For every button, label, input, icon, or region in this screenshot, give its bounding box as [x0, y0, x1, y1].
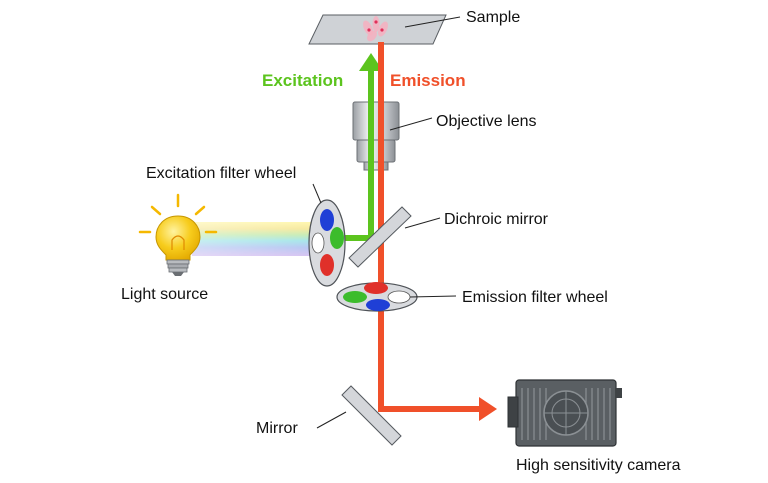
emission-beam	[378, 42, 497, 421]
dichroic-mirror-label: Dichroic mirror	[444, 211, 549, 228]
filter-red	[364, 282, 388, 294]
filter-green	[330, 227, 344, 249]
light-beam	[192, 222, 314, 256]
filter-white	[387, 290, 411, 304]
objective-lens	[352, 101, 400, 171]
objective-leader-line	[389, 117, 433, 131]
excitation-label: Excitation	[262, 71, 343, 90]
sample-leader-line	[404, 16, 461, 28]
sample-cells	[363, 16, 388, 42]
mirror	[341, 385, 402, 446]
camera-label: High sensitivity camera	[516, 457, 681, 474]
emission-wheel-leader-line	[409, 295, 457, 298]
light-bulb-icon	[138, 193, 218, 276]
dichroic-mirror	[348, 206, 412, 268]
excitation-filter-wheel	[308, 199, 346, 287]
mirror-leader-line	[316, 411, 347, 429]
mirror-label: Mirror	[256, 420, 298, 437]
excitation-wheel-leader-line	[312, 183, 322, 204]
filter-white	[311, 232, 325, 254]
filter-green	[343, 291, 367, 303]
emission-filter-wheel	[336, 282, 418, 312]
emission-filter-wheel-label: Emission filter wheel	[462, 289, 608, 306]
sample-slide	[308, 14, 461, 45]
sample-label: Sample	[466, 9, 520, 26]
filter-blue	[366, 299, 390, 311]
filter-blue	[320, 209, 334, 231]
light-source-label: Light source	[121, 286, 208, 303]
filter-red	[320, 254, 334, 276]
dichroic-leader-line	[404, 217, 441, 229]
objective-lens-label: Objective lens	[436, 113, 537, 130]
emission-label: Emission	[390, 71, 466, 90]
camera-icon	[507, 379, 622, 447]
excitation-filter-wheel-label: Excitation filter wheel	[146, 165, 296, 182]
